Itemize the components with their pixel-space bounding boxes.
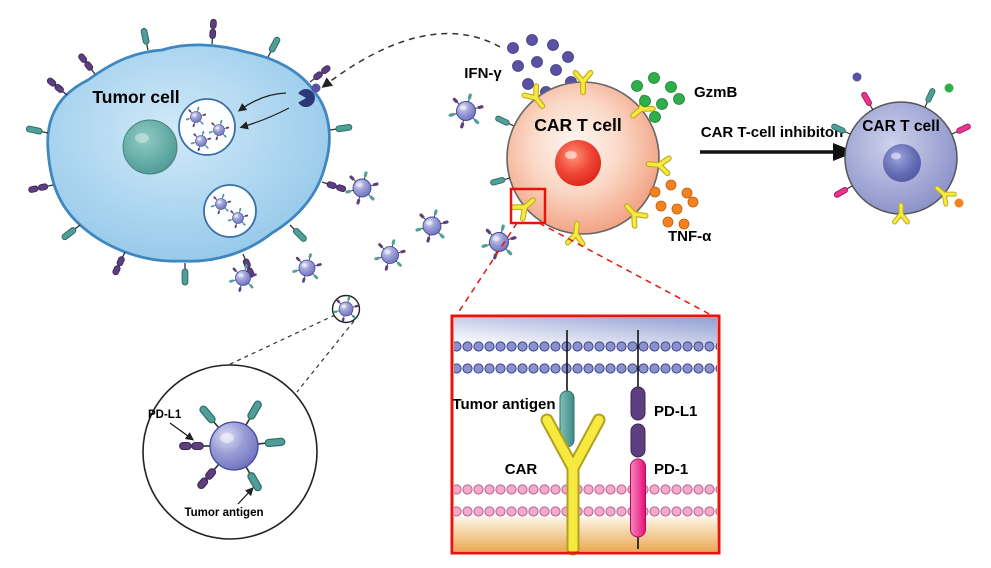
inset-car-label: CAR (505, 461, 538, 478)
highlight-leader-line (455, 222, 518, 317)
inset-pd-1 (630, 458, 646, 549)
gzmb-label: GzmB (694, 84, 738, 101)
inset-membrane-bottom (454, 484, 717, 495)
exosome (345, 171, 379, 205)
exosome-magnified (178, 399, 286, 493)
inset-panel: Tumor antigen CAR PD-L1 PD-1 (450, 314, 721, 556)
gzmb-group: GzmB (631, 72, 738, 123)
gzmb-dots (631, 72, 685, 123)
release-arrow (237, 92, 287, 112)
vesicle-lower (203, 184, 257, 238)
inset-membrane-top (454, 341, 717, 352)
tnf-alpha-dots (649, 179, 699, 230)
gzmb-dot (944, 83, 954, 93)
tnf-alpha-label: TNF-α (668, 228, 712, 245)
zoom-lens-group: PD-L1 Tumor antigen (142, 294, 361, 540)
tumor-cell-body (46, 43, 331, 263)
car-t-nucleus-highlight (565, 151, 577, 159)
car-t-cell-label: CAR T cell (534, 115, 622, 135)
zoom-tumor-antigen-arrow (237, 487, 254, 505)
inhibition-arrow-group: CAR T-cell inhibiton (700, 124, 856, 161)
inhibited-car-t-cell-label: CAR T cell (862, 118, 940, 135)
exosome (374, 239, 406, 271)
inset-tumor-antigen-label: Tumor antigen (452, 396, 555, 413)
tumor-cell: Tumor cell (25, 18, 353, 286)
exosome-binding (481, 224, 517, 260)
inhibited-nucleus-highlight (891, 152, 901, 160)
inset-border (450, 314, 721, 555)
car-t-nucleus (555, 140, 601, 186)
inset-top-cytoplasm (454, 318, 717, 344)
release-arrow (239, 107, 290, 130)
membrane-receptor-crescent (298, 89, 315, 107)
highlight-box (509, 187, 547, 225)
tumor-cell-label: Tumor cell (92, 87, 179, 107)
inset-membrane-top (454, 363, 717, 374)
inset-tumor-antigen (559, 330, 575, 448)
inset-pd-l1-label: PD-L1 (654, 403, 697, 420)
tumor-nucleus (122, 119, 178, 175)
inhibited-nucleus (883, 144, 921, 182)
inhibition-label: CAR T-cell inhibiton (701, 124, 844, 141)
ifn-gamma-dot (852, 72, 862, 82)
inset-bottom-cytoplasm (454, 517, 717, 551)
inset-car-receptor (540, 413, 606, 556)
inset-membrane-bottom (454, 506, 717, 517)
exosome (415, 209, 449, 243)
inset-pd-1-label: PD-1 (654, 461, 688, 478)
tnf-alpha-dot (954, 198, 964, 208)
ifn-gamma-label: IFN-γ (464, 65, 502, 82)
inset-pd-l1 (630, 330, 646, 458)
zoom-pd-l1-arrow (169, 422, 195, 441)
inhibited-car-t-cell: CAR T cell (830, 72, 972, 223)
inhibition-arrowhead (833, 143, 856, 161)
exosome (448, 93, 484, 129)
vesicle-upper (178, 98, 236, 156)
zoom-tumor-antigen-label: Tumor antigen (184, 507, 263, 519)
tumor-nucleus-highlight (135, 133, 149, 143)
zoom-pd-l1-label: PD-L1 (148, 409, 182, 421)
ifn-gamma-dot (311, 83, 321, 93)
tnf-alpha-group: TNF-α (649, 179, 712, 245)
zoom-cone-line (296, 320, 355, 393)
exosome (292, 253, 322, 283)
highlight-group (455, 187, 714, 317)
exosome (229, 264, 257, 292)
